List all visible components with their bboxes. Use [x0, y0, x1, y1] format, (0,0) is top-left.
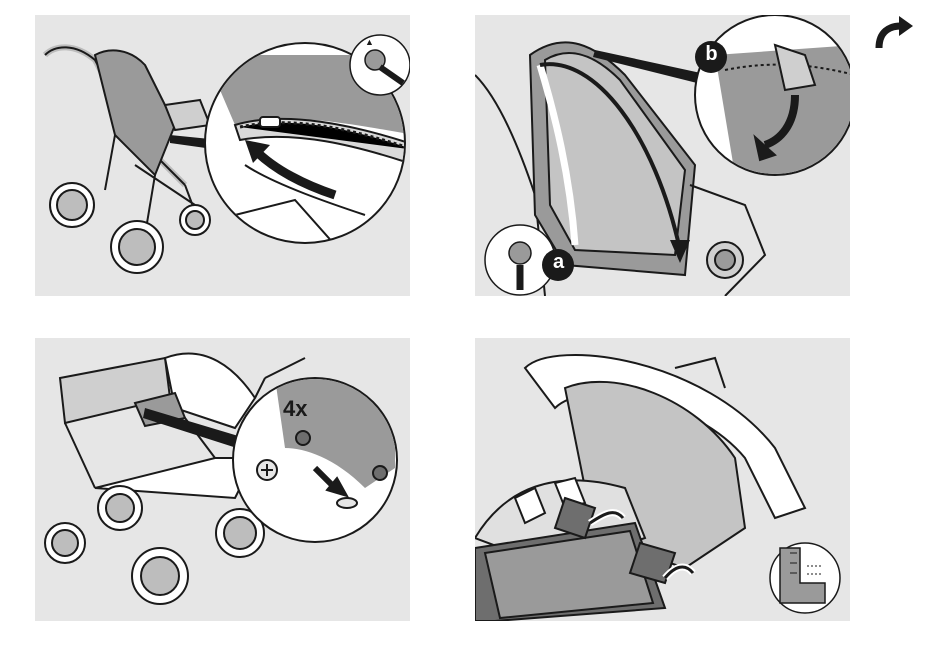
svg-text:▲: ▲ [365, 37, 374, 47]
next-step-arrow-icon [875, 14, 915, 52]
count-label: 4x [283, 396, 307, 422]
buckle-symbol-icon: ▲ [350, 35, 410, 95]
stroller-wheels [45, 486, 264, 604]
panel-unzip-seat: ▲ [35, 15, 410, 296]
stroller-unzip-illustration: ▲ [35, 15, 410, 296]
backrest-removal-illustration [475, 15, 850, 296]
callout-b-label: b [703, 43, 720, 66]
fabric-texture-icon [770, 543, 840, 613]
strap-threading-illustration [475, 338, 850, 621]
panel-remove-backrest: b a [475, 15, 850, 296]
stroller-wheels [50, 183, 210, 273]
panel-thread-straps [475, 338, 850, 621]
screw-removal-illustration [35, 338, 410, 621]
panel-remove-screws: 4x [35, 338, 410, 621]
screw-icon [257, 460, 277, 480]
zoom-callout-b [695, 15, 850, 175]
callout-a-label: a [550, 251, 567, 274]
